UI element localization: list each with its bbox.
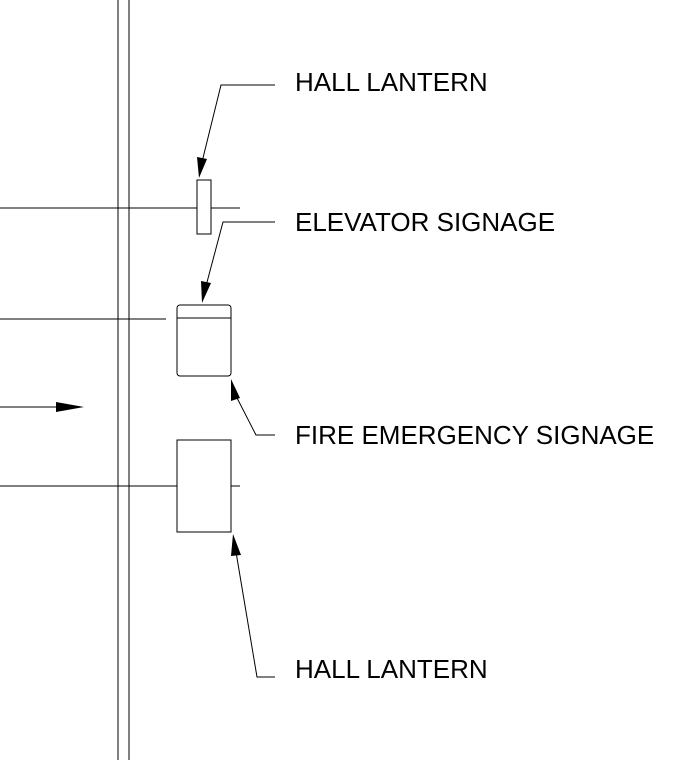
leader-hall-lantern-top [201, 84, 275, 163]
label-fire-emergency-signage: FIRE EMERGENCY SIGNAGE [295, 420, 654, 450]
hall-lantern-bottom-fixture [176, 439, 232, 533]
label-hall-lantern-bottom: HALL LANTERN [295, 654, 488, 684]
hall-lantern-top-fixture [196, 179, 212, 235]
leader-hall-lantern-top-arrowhead [197, 157, 207, 178]
leader-elevator-signage [205, 221, 275, 287]
wall-lines [117, 0, 130, 760]
leader-fire-emergency-signage [234, 393, 275, 436]
callout-labels: HALL LANTERN ELEVATOR SIGNAGE FIRE EMERG… [295, 67, 654, 684]
leader-hall-lantern-bottom [235, 551, 275, 678]
fixtures [176, 179, 232, 533]
direction-arrow [0, 402, 84, 412]
leader-hall-lantern-bottom-arrowhead [231, 534, 241, 556]
label-hall-lantern-top: HALL LANTERN [295, 67, 488, 97]
label-elevator-signage: ELEVATOR SIGNAGE [295, 207, 555, 237]
leader-elevator-signage-arrowhead [201, 281, 211, 303]
leaders [197, 84, 275, 678]
leader-fire-emergency-signage-arrowhead [231, 379, 240, 401]
direction-arrow-head [56, 402, 84, 412]
elevator-signage-fixture [176, 304, 232, 377]
